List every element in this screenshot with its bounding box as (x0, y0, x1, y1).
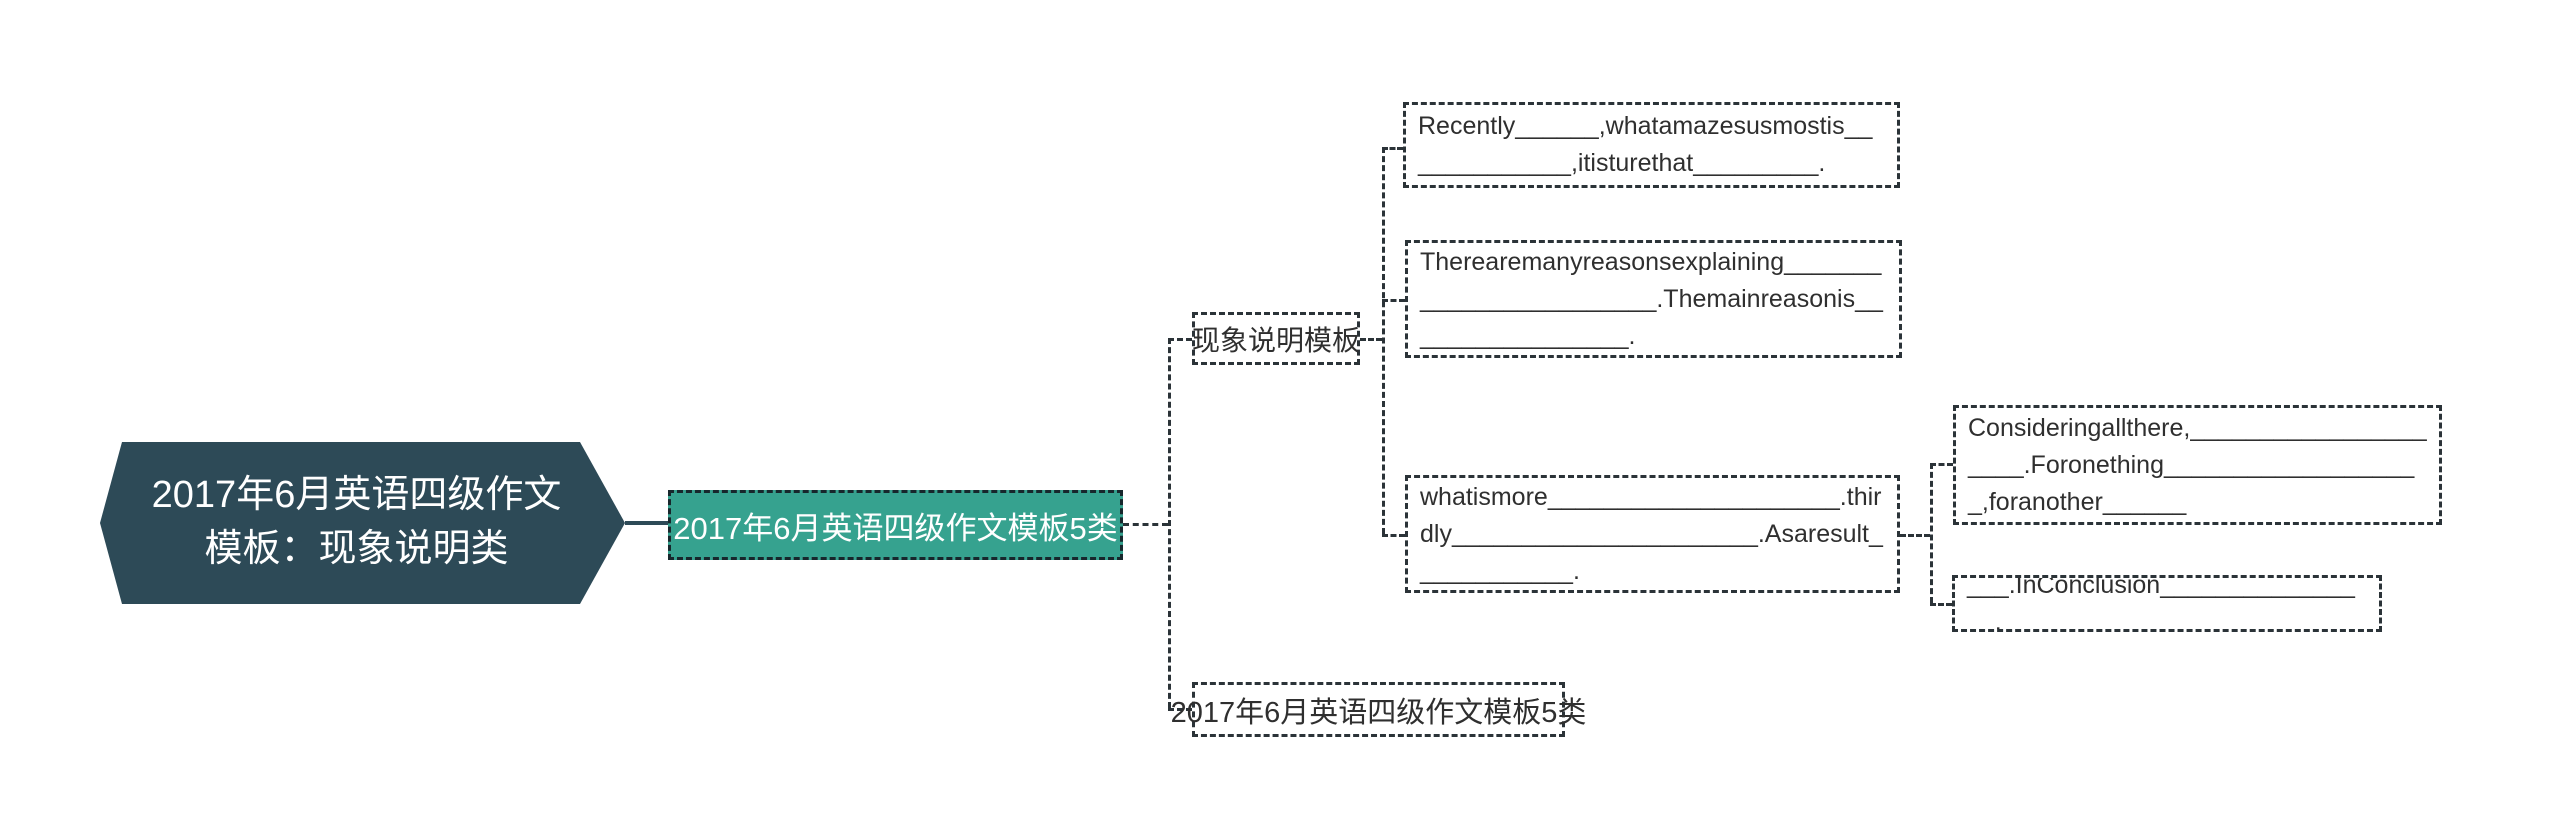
root-topic-label: 2017年6月英语四级作文模板：现象说明类 (151, 474, 562, 570)
template-bottom-node[interactable]: 2017年6月英语四级作文模板5类 (1171, 682, 1586, 737)
connector-trunk-to-reasons (1382, 299, 1405, 302)
connector-trunk-to-recently (1382, 147, 1403, 150)
connector-trunk-to-conclusion (1930, 603, 1952, 606)
template-bottom-label: 2017年6月英语四级作文模板5类 (1170, 696, 1587, 729)
main-topic-node[interactable]: 2017年6月英语四级作文模板5类 (668, 490, 1123, 560)
root-topic-node[interactable]: 2017年6月英语四级作文模板：现象说明类 (100, 442, 625, 604)
connector-phenomenon-to-trunk (1360, 338, 1382, 341)
sentence-conclusion-text: ___.InConclusion________________. (1967, 575, 2355, 632)
connector-root-to-main (625, 521, 668, 525)
connector-whatismore-to-trunk (1900, 534, 1930, 537)
phenomenon-template-node[interactable]: 现象说明模板 (1192, 312, 1360, 365)
sentence-considering-node[interactable]: Consideringallthere,____________________… (1953, 405, 2442, 525)
main-topic-label: 2017年6月英语四级作文模板5类 (673, 510, 1118, 546)
sentence-conclusion-node[interactable]: ___.InConclusion________________. (1952, 575, 2382, 632)
connector-trunk-to-phenomenon (1168, 338, 1192, 341)
connector-trunk-to-considering (1930, 463, 1953, 466)
sentence-considering-text: Consideringallthere,____________________… (1968, 413, 2427, 516)
sentence-reasons-text: Therearemanyreasonsexplaining___________… (1420, 247, 1883, 350)
sentence-recently-node[interactable]: Recently______,whatamazesusmostis_______… (1403, 102, 1900, 188)
connector-main-to-trunk (1123, 523, 1168, 526)
connector-trunk-to-template-bottom (1168, 708, 1192, 711)
sentence-whatismore-text: whatismore_____________________.thirdly_… (1420, 482, 1883, 585)
sentence-recently-text: Recently______,whatamazesusmostis_______… (1418, 112, 1873, 177)
trunk-phenomenon-branches (1382, 147, 1385, 534)
connector-trunk-to-whatismore (1382, 534, 1405, 537)
sentence-whatismore-node[interactable]: whatismore_____________________.thirdly_… (1405, 475, 1900, 593)
trunk-whatismore-branches (1930, 463, 1933, 603)
sentence-reasons-node[interactable]: Therearemanyreasonsexplaining___________… (1405, 240, 1902, 358)
phenomenon-template-label: 现象说明模板 (1192, 324, 1361, 356)
trunk-main-branches (1168, 338, 1171, 708)
